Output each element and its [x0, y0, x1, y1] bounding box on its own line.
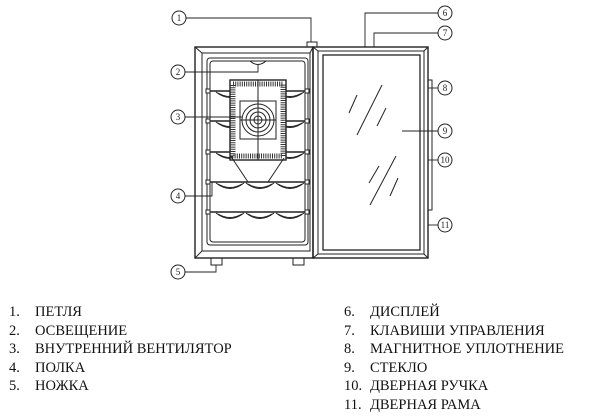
foot — [292, 257, 305, 266]
callout-6: 6 — [437, 5, 453, 21]
legend-label: ВНУТРЕННИЙ ВЕНТИЛЯТОР — [35, 341, 232, 358]
legend-num: 11. — [344, 396, 362, 413]
svg-text:5: 5 — [176, 267, 181, 277]
legend-label: СТЕКЛО — [370, 359, 428, 376]
legend-label: ПЕТЛЯ — [35, 304, 82, 320]
legend-item: 2. ОСВЕЩЕНИЕ — [9, 322, 232, 341]
legend-item: 10. ДВЕРНАЯ РУЧКА — [344, 377, 564, 396]
legend-item: 3. ВНУТРЕННИЙ ВЕНТИЛЯТОР — [9, 340, 232, 359]
light — [249, 60, 267, 65]
callout-4: 4 — [170, 188, 186, 204]
legend-num: 3. — [9, 341, 20, 358]
legend-num: 10. — [344, 378, 363, 395]
callout-7: 7 — [437, 25, 453, 41]
leader-lines — [185, 12, 438, 273]
legend-num: 8. — [344, 341, 355, 358]
legend-item: 7. КЛАВИШИ УПРАВЛЕНИЯ — [344, 322, 564, 341]
wine-cooler-diagram: 1 2 3 4 5 6 7 8 9 10 11 — [170, 5, 453, 280]
svg-text:3: 3 — [176, 112, 181, 122]
legend-num: 9. — [344, 359, 355, 376]
callout-2: 2 — [170, 64, 186, 80]
svg-text:6: 6 — [443, 8, 448, 18]
legend-item: 5. НОЖКА — [9, 377, 232, 396]
legend-label: ДВЕРНАЯ РАМА — [370, 396, 481, 413]
svg-text:2: 2 — [176, 67, 181, 77]
legend-label: ДВЕРНАЯ РУЧКА — [370, 378, 489, 395]
legend-item: 1. ПЕТЛЯ — [9, 303, 232, 322]
internal-fan — [229, 79, 287, 183]
legend-num: 7. — [344, 322, 355, 339]
door-handle — [427, 79, 433, 211]
shelf — [205, 179, 310, 189]
legend-num: 5. — [9, 378, 20, 395]
legend-label: НОЖКА — [35, 378, 89, 395]
callout-1: 1 — [171, 10, 187, 26]
glass-reflection — [348, 84, 399, 206]
svg-text:8: 8 — [443, 83, 448, 93]
legend-label: ОСВЕЩЕНИЕ — [35, 322, 128, 339]
callout-8: 8 — [437, 80, 453, 96]
legend-left: 1. ПЕТЛЯ 2. ОСВЕЩЕНИЕ 3. ВНУТРЕННИЙ ВЕНТИЛЯ… — [9, 303, 232, 396]
callout-5: 5 — [170, 264, 186, 280]
svg-text:11: 11 — [441, 220, 450, 230]
svg-text:7: 7 — [443, 28, 448, 38]
callout-10: 10 — [437, 152, 453, 168]
legend-item: 11. ДВЕРНАЯ РАМА — [344, 396, 564, 415]
legend-label: КЛАВИШИ УПРАВЛЕНИЯ — [370, 322, 545, 339]
legend-num: 1. — [9, 304, 20, 320]
legend-label: МАГНИТНОЕ УПЛОТНЕНИЕ — [370, 341, 565, 358]
legend-right: 6. ДИСПЛЕЙ 7. КЛАВИШИ УПРАВЛЕНИЯ 8. МАГНИТН… — [344, 303, 564, 415]
callout-3: 3 — [170, 109, 186, 125]
legend-num: 6. — [344, 304, 355, 320]
legend-item: 8. МАГНИТНОЕ УПЛОТНЕНИЕ — [344, 340, 564, 359]
shelf — [205, 209, 310, 219]
foot — [210, 257, 223, 266]
legend-label: ПОЛКА — [35, 359, 86, 376]
callout-9: 9 — [437, 123, 453, 139]
svg-text:1: 1 — [177, 13, 182, 23]
legend-num: 2. — [9, 322, 20, 339]
svg-text:10: 10 — [441, 155, 451, 165]
callout-11: 11 — [437, 217, 453, 233]
legend-num: 4. — [9, 359, 20, 376]
legend-item: 9. СТЕКЛО — [344, 359, 564, 378]
svg-text:4: 4 — [176, 191, 181, 201]
legend-item: 4. ПОЛКА — [9, 359, 232, 378]
legend-item: 6. ДИСПЛЕЙ — [344, 303, 564, 322]
svg-text:9: 9 — [443, 126, 448, 136]
legend-label: ДИСПЛЕЙ — [370, 304, 440, 320]
door — [312, 46, 433, 259]
hinge — [306, 41, 318, 48]
